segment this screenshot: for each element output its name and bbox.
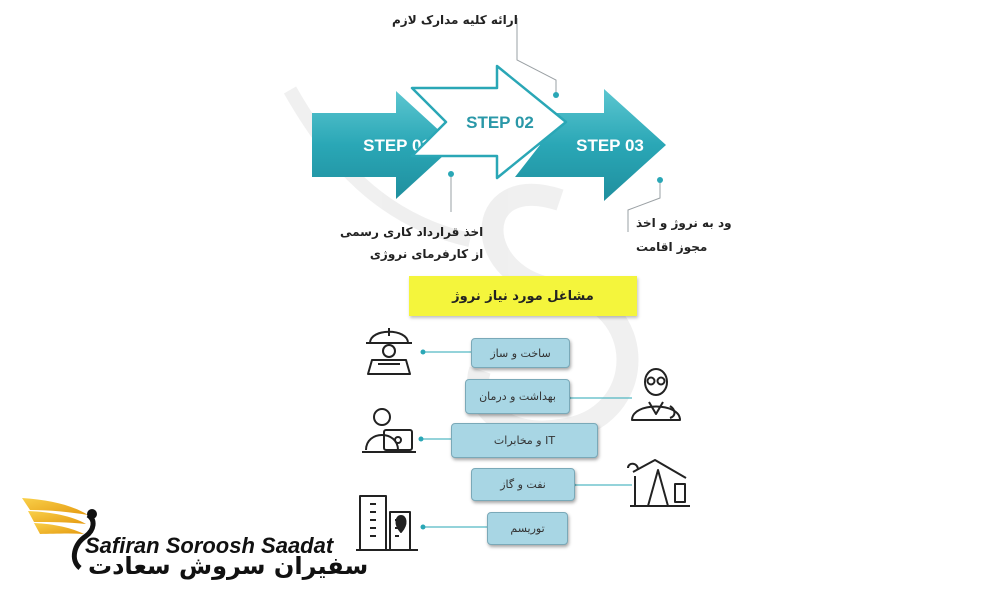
step-01-caption-line-2: از کارفرمای نروژی (369, 247, 484, 261)
golden-wing-logo-icon (22, 498, 97, 570)
step-03-caption: ود به نروژ و اخذ مجوز اقامت (636, 211, 732, 259)
step-02-label: STEP 02 (466, 113, 534, 132)
step-03-caption-line-1: ود به نروژ و اخذ (636, 216, 732, 230)
city-buildings-icon (356, 495, 418, 551)
jobs-banner: مشاغل مورد نیاز نروژ (409, 276, 637, 316)
step-01-caption-line-1: اخذ قرارداد کاری رسمی (340, 225, 484, 239)
construction-worker-icon (366, 328, 412, 375)
step-02-caption: ارائه کلیه مدارک لازم (392, 13, 518, 27)
step-02-dot (553, 92, 559, 98)
brand-name-fa: سفیران سروش سعادت (88, 552, 369, 580)
doctor-icon (631, 368, 681, 421)
step-01-caption: اخذ قرارداد کاری رسمی از کارفرمای نروژی (340, 221, 483, 265)
oil-pump-icon (627, 459, 690, 507)
step-01-dot (448, 171, 454, 177)
step-01-label: STEP 01 (363, 136, 431, 155)
step-02-arrow: STEP 02 (410, 64, 568, 180)
job-box-construction: ساخت و ساز (471, 338, 570, 368)
step-03-dot (657, 177, 663, 183)
job-label: نفت و گاز (500, 478, 546, 491)
job-label: ساخت و ساز (490, 346, 551, 360)
job-connectors (421, 351, 632, 528)
job-box-tourism: توریسم (487, 512, 568, 545)
job-box-it: IT و مخابرات (451, 423, 598, 458)
step-01-arrow: STEP 01 (312, 91, 455, 199)
job-label: بهداشت و درمان (479, 390, 556, 403)
brand-name-en: Safiran Soroosh Saadat (85, 533, 334, 558)
step-03-caption-line-2: مجوز اقامت (636, 240, 708, 254)
step-connectors (450, 18, 661, 232)
job-label: IT و مخابرات (493, 434, 556, 447)
laptop-worker-icon (362, 408, 416, 453)
job-box-healthcare: بهداشت و درمان (465, 379, 570, 414)
step-03-label: STEP 03 (576, 136, 644, 155)
job-box-oil-gas: نفت و گاز (471, 468, 575, 501)
jobs-banner-label: مشاغل مورد نیاز نروژ (452, 288, 594, 304)
job-label: توریسم (510, 522, 545, 535)
